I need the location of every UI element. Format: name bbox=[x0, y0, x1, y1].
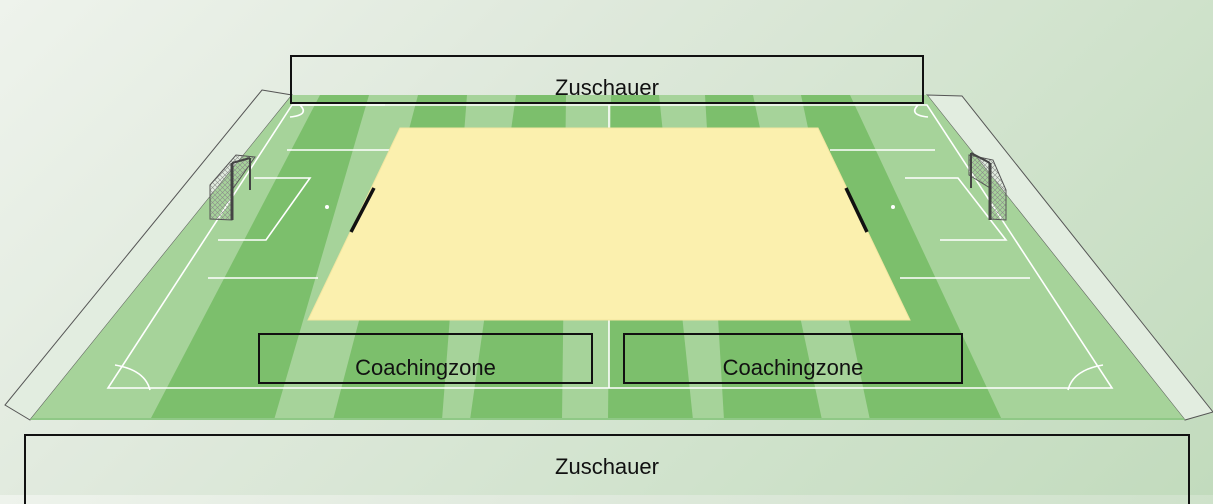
spectators-area-bottom: Zuschauer bbox=[24, 434, 1190, 504]
coaching-left-label: Coachingzone bbox=[355, 355, 496, 380]
penalty-spot-left bbox=[325, 205, 329, 209]
court-mark-left bbox=[349, 187, 376, 233]
spectators-top-label: Zuschauer bbox=[555, 75, 659, 100]
spectators-bottom-label: Zuschauer bbox=[555, 454, 659, 479]
penalty-spot-right bbox=[891, 205, 895, 209]
coaching-zone-left: Coachingzone bbox=[258, 333, 593, 384]
court-area bbox=[307, 127, 911, 321]
coaching-zone-right: Coachingzone bbox=[623, 333, 963, 384]
goal-left-icon bbox=[209, 154, 256, 221]
court-mark-right bbox=[844, 187, 869, 233]
spectators-area-top: Zuschauer bbox=[290, 55, 924, 104]
pitch-lines bbox=[106, 104, 1114, 391]
goal-right-icon bbox=[968, 152, 1007, 221]
coaching-right-label: Coachingzone bbox=[722, 355, 864, 380]
